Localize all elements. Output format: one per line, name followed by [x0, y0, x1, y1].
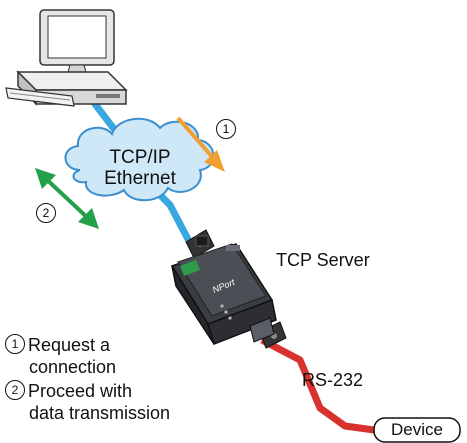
device-label: Device — [391, 420, 443, 439]
legend-text-1a: Request a — [28, 335, 111, 355]
cloud-label: TCP/IP Ethernet — [88, 147, 192, 189]
cloud-label-line2: Ethernet — [104, 168, 176, 189]
computer-icon — [5, 9, 128, 107]
serial-label: RS-232 — [302, 370, 364, 390]
server-label: TCP Server — [276, 250, 370, 270]
request-step-number: 1 — [216, 119, 236, 139]
nport-device — [170, 229, 287, 349]
legend-text-1b: connection — [29, 357, 117, 378]
transmission-arrow — [35, 168, 99, 229]
legend-text-2b: data transmission — [29, 403, 171, 424]
transmission-step-number: 2 — [36, 203, 56, 223]
cloud-shape — [64, 117, 215, 202]
device-box — [373, 417, 461, 443]
legend-number-1: 1 — [5, 334, 25, 355]
serial-cable — [260, 336, 375, 434]
request-arrow — [176, 116, 225, 172]
legend-number-2: 2 — [5, 380, 25, 401]
cloud-label-line1: TCP/IP — [109, 147, 171, 168]
legend-text-2a: Proceed with — [28, 381, 133, 401]
